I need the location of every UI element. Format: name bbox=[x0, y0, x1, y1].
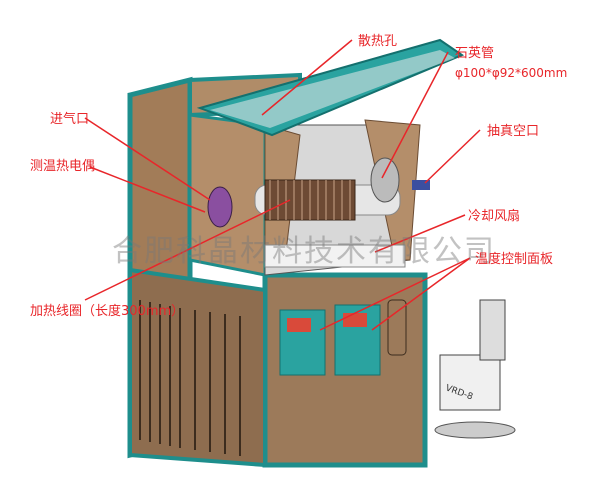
label-vent-holes: 散热孔 bbox=[358, 34, 398, 49]
label-vacuum-port: 抽真空口 bbox=[487, 124, 540, 139]
label-quartz-tube: 石英管 bbox=[455, 46, 495, 61]
power-switch bbox=[387, 299, 407, 356]
label-heating-coil: 加热线圈（长度300mm） bbox=[30, 304, 185, 319]
cabinet-lower-left bbox=[128, 267, 267, 468]
watermark: 合肥科晶材料技术有限公司 bbox=[112, 234, 496, 269]
label-gas-inlet: 进气口 bbox=[50, 112, 90, 127]
vent-grille bbox=[139, 300, 241, 456]
label-control-panel: 温度控制面板 bbox=[475, 252, 554, 267]
fan-tray bbox=[264, 244, 406, 268]
vacuum-port bbox=[412, 180, 430, 190]
flange-left bbox=[207, 186, 233, 228]
leader-lines bbox=[84, 39, 481, 331]
label-tube-size: φ100*φ92*600mm bbox=[455, 66, 568, 80]
vacuum-pump bbox=[439, 354, 501, 411]
label-cooling-fan: 冷却风扇 bbox=[468, 209, 521, 224]
label-thermocouple: 测温热电偶 bbox=[30, 159, 96, 174]
pump-valve bbox=[479, 299, 506, 361]
flange-right bbox=[370, 157, 400, 203]
